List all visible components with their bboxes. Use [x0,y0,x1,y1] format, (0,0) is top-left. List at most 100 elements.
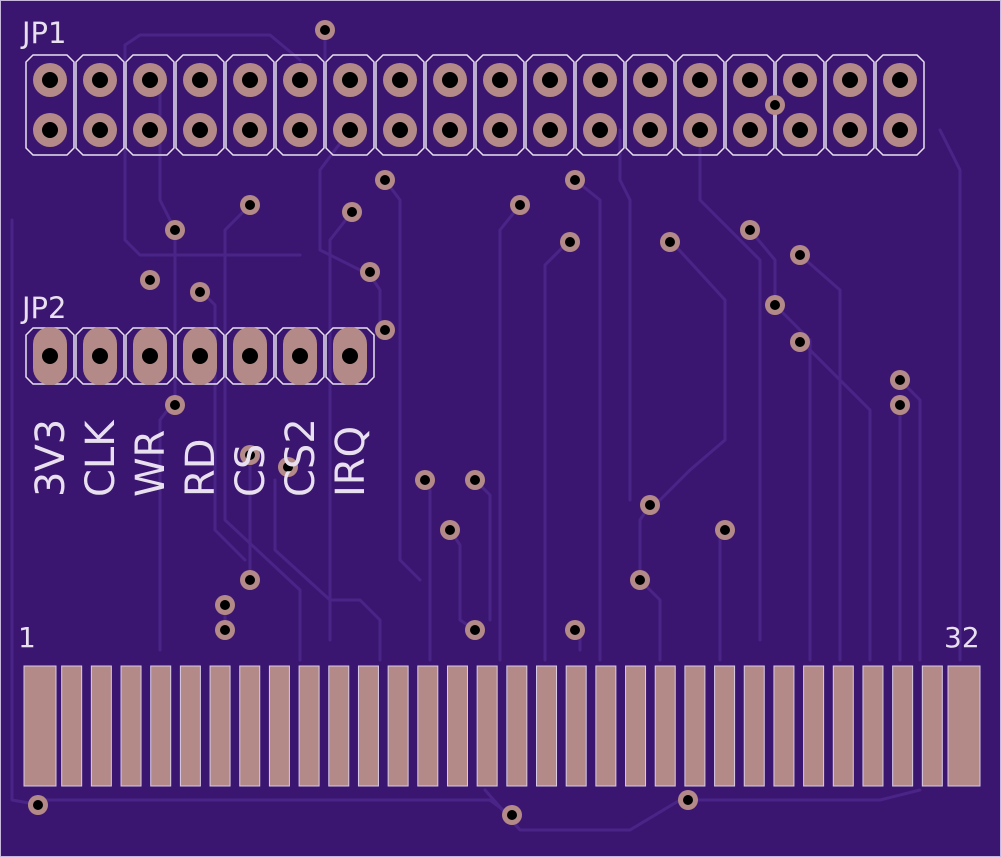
edge-finger [803,665,825,787]
via [240,570,260,590]
via [678,790,698,810]
via [240,195,260,215]
jp1-pad [233,63,267,97]
jp1-pad [683,113,717,147]
pin-32-label: 32 [944,621,980,654]
jp2-pin-label: CLK [78,419,124,497]
jp1-pad [783,113,817,147]
via [765,295,785,315]
edge-finger [892,665,914,787]
edge-finger [150,665,172,787]
via [465,470,485,490]
edge-finger [714,665,736,787]
jp1-pad [483,63,517,97]
via [715,520,735,540]
edge-finger [446,665,468,787]
via [278,457,298,477]
jp2-pad [133,327,167,385]
jp2-outline [25,327,375,385]
jp1-pad [183,63,217,97]
via [375,170,395,190]
jp1-pad [283,63,317,97]
edge-finger [536,665,558,787]
edge-finger [268,665,290,787]
jp2-pin-label: CS2 [278,418,324,497]
via [440,520,460,540]
edge-finger [90,665,112,787]
edge-finger [23,665,57,787]
jp2-pin-label: CS [228,444,274,497]
jp2-pad [333,327,367,385]
via [360,262,380,282]
jp2-pin-label: RD [178,438,224,497]
edge-finger [684,665,706,787]
edge-finger [862,665,884,787]
via [165,220,185,240]
via [190,282,210,302]
jp1-pads [33,63,917,147]
via [565,170,585,190]
jp1-pad [183,113,217,147]
jp2-pad [183,327,217,385]
jp1-pad [333,113,367,147]
via [510,195,530,215]
via [660,232,680,252]
via [890,395,910,415]
via [565,620,585,640]
via [790,245,810,265]
edge-finger [595,665,617,787]
edge-finger [387,665,409,787]
jp1-pad [333,63,367,97]
edge-finger [120,665,142,787]
pin-1-label: 1 [18,621,36,654]
edge-finger [506,665,528,787]
edge-finger [239,665,261,787]
jp2-pin-label: IRQ [328,426,374,497]
jp1-pad [783,63,817,97]
edge-finger [209,665,231,787]
via [315,20,335,40]
via [790,332,810,352]
edge-finger [947,665,981,787]
jp1-pad [633,63,667,97]
edge-finger [357,665,379,787]
jp1-pad [683,63,717,97]
jp1-pad [33,113,67,147]
jp1-pad [583,113,617,147]
edge-connector [23,665,981,787]
jp1-pad [283,113,317,147]
via [165,395,185,415]
jp2-pad [283,327,317,385]
via [215,620,235,640]
jp1-pad [433,63,467,97]
edge-finger [743,665,765,787]
jp2-pad [83,327,117,385]
via [28,795,48,815]
jp1-pad [583,63,617,97]
jp1-pad [733,113,767,147]
jp1-pad [533,113,567,147]
edge-finger [832,665,854,787]
vias [28,20,910,825]
edge-finger [625,665,647,787]
via [215,595,235,615]
jp2-pads [33,327,367,385]
via [630,570,650,590]
jp1-pad [433,113,467,147]
edge-finger [61,665,83,787]
jp2-pin-label: WR [128,430,174,497]
edge-finger [565,665,587,787]
edge-finger [654,665,676,787]
jp1-outline [25,54,925,156]
edge-finger [328,665,350,787]
jp2-pin-label: 3V3 [28,419,74,497]
jp1-pad [733,63,767,97]
jp1-pad [883,113,917,147]
via [890,370,910,390]
via [640,495,660,515]
jp1-pad [383,113,417,147]
jp1-pad [833,63,867,97]
jp1-pad [633,113,667,147]
